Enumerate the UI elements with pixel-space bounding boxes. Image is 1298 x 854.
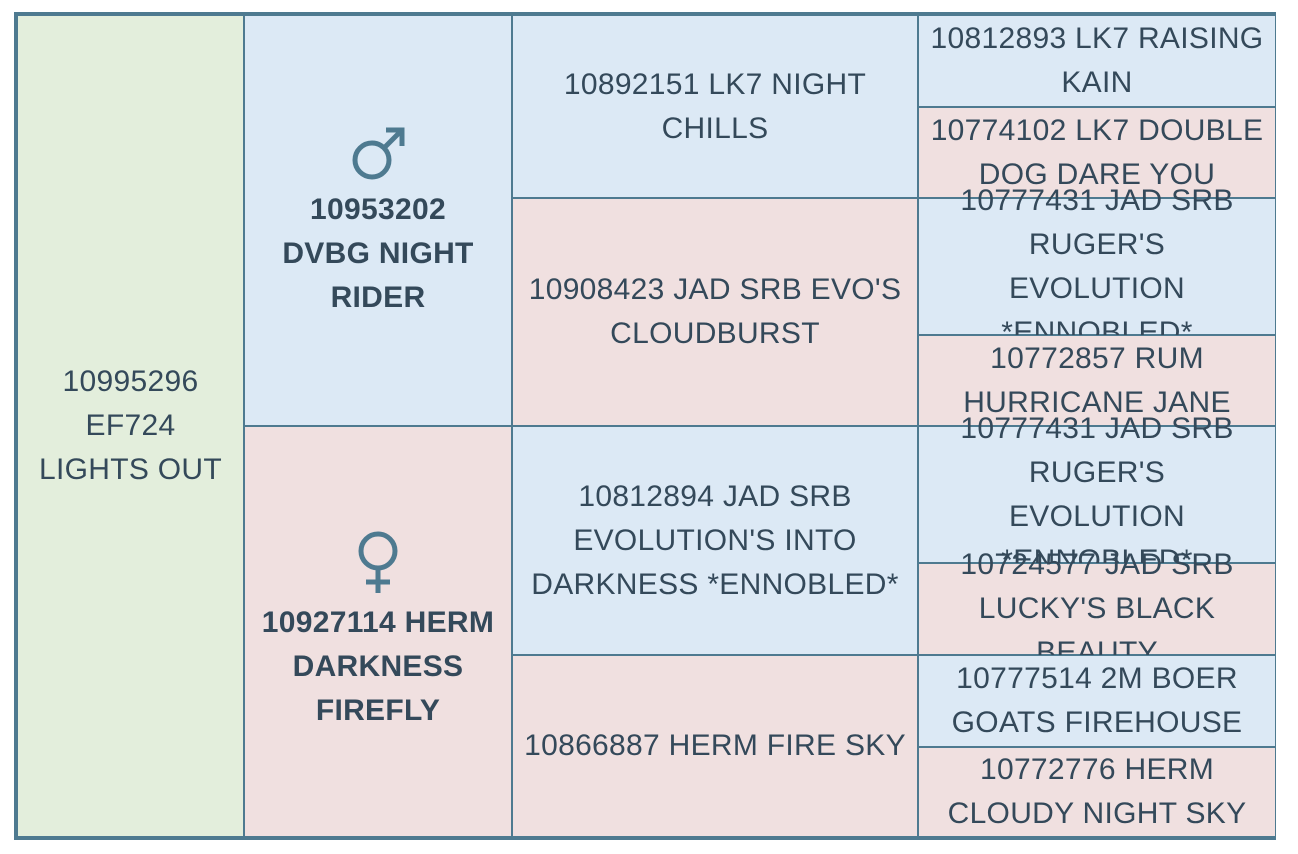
sire-sire-cell: 10892151 LK7 NIGHT CHILLS: [512, 15, 918, 198]
dam-dam-dam-name: 10772776 HERM CLOUDY NIGHT SKY: [947, 753, 1247, 830]
sire-dam-name: 10908423 JAD SRB EVO'S CLOUDBURST: [528, 273, 902, 350]
dam-cell: 10927114 HERM DARKNESS FIREFLY: [244, 426, 512, 837]
sire-sire-sire-name: 10812893 LK7 RAISING KAIN: [930, 22, 1264, 99]
sire-cell: 10953202 DVBG NIGHT RIDER: [244, 15, 512, 426]
dam-sire-cell: 10812894 JAD SRB EVOLUTION'S INTO DARKNE…: [512, 426, 918, 655]
sire-sire-sire-cell: 10812893 LK7 RAISING KAIN: [918, 15, 1276, 107]
dam-dam-dam-cell: 10772776 HERM CLOUDY NIGHT SKY: [918, 747, 1276, 837]
pedigree-table: 10995296 EF724 LIGHTS OUT 10953202 DVBG …: [14, 12, 1276, 840]
dam-dam-sire-name: 10777514 2M BOER GOATS FIREHOUSE: [951, 662, 1243, 739]
sire-dam-sire-name: 10777431 JAD SRB RUGER'S EVOLUTION *ENNO…: [960, 183, 1234, 349]
male-symbol-icon: [350, 126, 406, 182]
sire-name: 10953202 DVBG NIGHT RIDER: [282, 193, 474, 314]
sire-sire-name: 10892151 LK7 NIGHT CHILLS: [563, 67, 867, 145]
female-symbol-icon: [353, 531, 403, 595]
dam-dam-cell: 10866887 HERM FIRE SKY: [512, 655, 918, 837]
dam-sire-name: 10812894 JAD SRB EVOLUTION'S INTO DARKNE…: [531, 479, 899, 601]
sire-dam-dam-cell: 10772857 RUM HURRICANE JANE: [918, 335, 1276, 426]
subject-cell: 10995296 EF724 LIGHTS OUT: [17, 15, 244, 837]
sire-dam-sire-cell: 10777431 JAD SRB RUGER'S EVOLUTION *ENNO…: [918, 184, 1276, 349]
dam-dam-sire-cell: 10777514 2M BOER GOATS FIREHOUSE: [918, 655, 1276, 747]
dam-dam-name: 10866887 HERM FIRE SKY: [524, 729, 906, 762]
sire-dam-dam-name: 10772857 RUM HURRICANE JANE: [963, 341, 1231, 419]
dam-sire-dam-cell: 10724577 JAD SRB LUCKY'S BLACK BEAUTY: [918, 548, 1276, 669]
sire-sire-dam-name: 10774102 LK7 DOUBLE DOG DARE YOU: [930, 113, 1264, 191]
subject-name: 10995296 EF724 LIGHTS OUT: [38, 365, 222, 486]
dam-name: 10927114 HERM DARKNESS FIREFLY: [261, 606, 495, 727]
sire-dam-cell: 10908423 JAD SRB EVO'S CLOUDBURST: [512, 198, 918, 426]
sire-sire-dam-cell: 10774102 LK7 DOUBLE DOG DARE YOU: [918, 107, 1276, 198]
